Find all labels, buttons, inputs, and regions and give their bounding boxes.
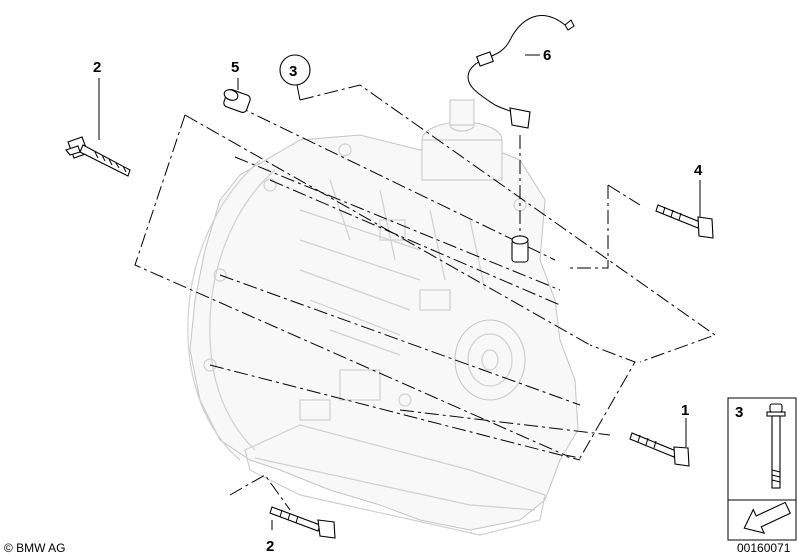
bolt-icon [65, 136, 131, 177]
bolt-icon [269, 506, 336, 539]
assembly-guide-lines [134, 84, 717, 511]
callout-3: 3 [289, 63, 297, 80]
callout-5: 5 [231, 59, 239, 76]
copyright-text: © BMW AG [4, 541, 66, 555]
arrow-icon [727, 499, 797, 541]
callout-6: 6 [543, 47, 551, 64]
callout-2-top: 2 [93, 59, 101, 76]
bolt-icon [766, 403, 786, 489]
callout-2-bottom: 2 [266, 538, 274, 555]
legend-panel-part-3: 3 [727, 397, 797, 541]
wiring-harness-icon [467, 15, 575, 263]
bolt-icon [655, 204, 714, 239]
bushing-icon [223, 89, 251, 113]
wiring-harness-part-6[interactable] [467, 15, 575, 263]
transmission-housing-illustration [187, 99, 579, 536]
bolt-part-1[interactable] [629, 418, 690, 467]
bolt-part-2-bottom[interactable] [269, 506, 336, 539]
callout-3-circled: 3 [279, 54, 311, 86]
bushing-part-5[interactable] [223, 78, 252, 114]
legend-item-label: 3 [735, 404, 743, 421]
bolt-part-2-top[interactable] [65, 78, 131, 177]
callout-4: 4 [694, 162, 703, 179]
callout-1: 1 [681, 402, 689, 419]
bolt-part-4[interactable] [655, 180, 714, 239]
diagram-number: 00160071 [737, 541, 791, 555]
bolt-icon [629, 432, 690, 467]
